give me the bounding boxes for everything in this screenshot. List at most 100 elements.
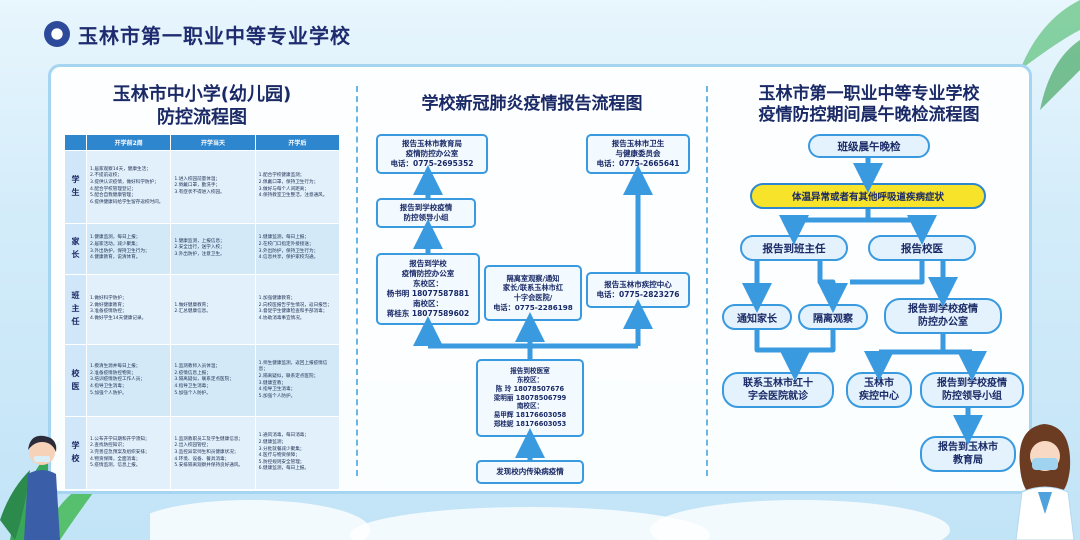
- left-title-line1: 玉林市中小学(幼儿园): [112, 84, 292, 105]
- cell-line: 3.外出防护，注意卫生。: [174, 251, 225, 257]
- box-line: 易甲辉 18176603058: [493, 411, 567, 420]
- box-line: 与健康委员会: [615, 148, 661, 158]
- box-edu-bureau: 报告玉林市教育局疫情防控办公室电话：0775-2695352: [376, 134, 488, 174]
- table-cell: 1.监测教师入员体温；2.疫情信息上报；3.隔离疑似，联系定点医院；4.指导卫生…: [170, 343, 256, 418]
- nurse-figure-icon: [1015, 424, 1075, 540]
- school-logo-icon: [44, 21, 70, 47]
- table-cell: 1.监测教职员工及学生健康信息；2.出入校园管控；3.监控异常师生和员健康状况；…: [170, 416, 256, 490]
- row-header: 学 校: [64, 416, 87, 490]
- cell-line: 4.医疗与物资保障；: [258, 453, 300, 459]
- box-line: 玉林市: [864, 378, 894, 389]
- table-cell: 1.做好健康教育；2.汇总健康信息。: [170, 273, 256, 345]
- box-line: 陈 玲 18078507676: [495, 384, 565, 393]
- box-line: 南校区：: [413, 299, 443, 309]
- cell-line: 4.指导卫生消毒；: [174, 383, 211, 389]
- left-title-line2: 防控流程图: [157, 106, 247, 128]
- box-line: 十字会医院/: [513, 293, 553, 302]
- step-notify-parents: 通知家长: [722, 304, 792, 330]
- cell-line: 4.信息共享，保护家校沟通。: [258, 255, 319, 261]
- box-line: 疫情防控办公室: [401, 268, 455, 278]
- cell-line: 5.安排隔离观察并保持良好通风。: [174, 463, 244, 469]
- panel-divider: [706, 86, 708, 476]
- cell-line: 1.配合学校健康监测；: [258, 173, 305, 179]
- panel-divider: [356, 86, 358, 476]
- box-line: 联系玉林市红十: [743, 378, 813, 389]
- table-cell: 1.通风消毒，每日消毒；2.健康监测；3.分批就餐减少聚集；4.医疗与物资保障；…: [254, 416, 341, 490]
- box-line: 郑桂妮 18176603053: [493, 420, 567, 429]
- table-cell: 1.配合学校健康监测；2.佩戴口罩，保持卫生行为；3.做好与每个人间距离；4.保…: [254, 150, 341, 224]
- box-health-commission: 报告玉林市卫生与健康委员会电话：0775-2665641: [586, 134, 690, 174]
- student-figure-icon: [24, 435, 60, 540]
- box-line: 电话：0775-2823276: [596, 290, 680, 299]
- box-line: 报告到学校疫情: [908, 304, 978, 315]
- cell-line: 3.提供认识疫情，做好科学防护；: [90, 180, 159, 186]
- leaf-decoration: [1020, 0, 1080, 110]
- cell-line: 1.通风消毒，每日消毒；: [258, 433, 309, 439]
- table-cell: 1.做好科学防护；2.做好健康教育；3.准备疫情防控；4.做好学生14天健康记录…: [85, 273, 172, 345]
- box-line: 报告到学校疫情: [399, 202, 453, 212]
- step-symptom: 体温异常或者有其他呼吸道疾病症状: [750, 183, 986, 209]
- cell-line: 2.准备疫情防控物资；: [90, 370, 136, 376]
- box-line: 疫情防控办公室: [405, 148, 459, 158]
- table-cell: 1.居家观察14天，健康生活；2.不提前返校；3.提供认识疫情，做好科学防护；4…: [85, 150, 172, 224]
- cell-line: 2.在校门口指定外接接送；: [258, 241, 314, 247]
- row-header: 学 生: [64, 150, 87, 224]
- box-line: 报告玉林市卫生: [611, 138, 665, 148]
- cell-line: 1.居家观察14天，健康生活；: [90, 166, 151, 172]
- table-cell: 1.健康监测，每日上报；2.在校门口指定外接接送；3.外出防护，保持卫生行为；4…: [254, 222, 341, 275]
- box-line: 防控领导小组: [403, 213, 449, 222]
- cell-line: 2.不提前返校；: [90, 173, 122, 179]
- box-line: 南校区：: [516, 402, 544, 411]
- box-line: 隔离室观察/通知: [506, 273, 560, 283]
- box-line: 教育局: [953, 455, 983, 466]
- cell-line: 1.健康监测，上报信息；: [174, 238, 225, 244]
- cell-line: 1.做好健康教育；: [174, 302, 211, 308]
- table-cell: 1.师生健康监测，返回上报疫情信息；2.隔离疑似，联系定点医院；3.健康宣教；4…: [254, 343, 341, 418]
- step-report-office: 报告到学校疫情防控办公室: [884, 298, 1002, 334]
- table-cell: 1.健康监测，每日上报；2.居家活动，减少聚集；3.外出防护，保持卫生行为；4.…: [85, 222, 172, 275]
- step-report-leader: 报告到学校疫情防控领导小组: [920, 372, 1024, 408]
- cell-line: 1.师生健康监测，返回上报疫情信息；: [258, 360, 328, 373]
- table-corner: [64, 134, 87, 151]
- step-cdc: 玉林市疾控中心: [846, 372, 912, 408]
- box-cdc: 报告玉林市疾控中心电话：0775-2823276: [586, 272, 690, 308]
- box-line: 报告到学校: [409, 258, 447, 268]
- step-class-check: 班级晨午晚检: [808, 134, 930, 158]
- table-cell: 1.健康监测，上报信息；2.安全出行，送学入校；3.外出防护，注意卫生。: [170, 222, 256, 275]
- cell-line: 4.健康教育，说清体育。: [90, 255, 141, 261]
- right-title-line1: 玉林市第一职业中等专业学校: [758, 84, 980, 104]
- cell-line: 2.佩戴口罩，保持卫生行为；: [258, 180, 319, 186]
- cell-line: 1.健康监测，每日上报；: [258, 235, 309, 241]
- table-cell: 1.加强健康教育；2.向校医报告学生情况，返日报告；3.督促学生健康检查和手部消…: [254, 273, 341, 345]
- cell-line: 5.疫情监测，信息上报。: [90, 463, 141, 469]
- cell-line: 1.摸清生源并每日上报；: [90, 363, 141, 369]
- column-header: 开学前2周: [85, 134, 172, 151]
- cell-line: 3.外出防护，保持卫生行为；: [90, 248, 150, 254]
- cloud-decoration: [150, 500, 950, 540]
- box-line: 防控领导小组: [942, 391, 1002, 402]
- cell-line: 4.指导卫生消毒；: [90, 383, 127, 389]
- box-line: 报告到校医室: [510, 366, 550, 375]
- column-header: 开学后: [254, 134, 341, 151]
- step-isolation: 隔离观察: [798, 304, 868, 330]
- cell-line: 6.健康监测，每日上报。: [258, 466, 309, 472]
- box-line: 报告到玉林市: [938, 442, 998, 453]
- cell-line: 3.健康宣教；: [258, 380, 287, 386]
- table-cell: 1.摸清生源并每日上报；2.准备疫情防控物资；3.培训疫情防控工作人员；4.指导…: [85, 343, 172, 418]
- cell-line: 3.外出防护，保持卫生行为；: [258, 248, 319, 254]
- cell-line: 5.配合自我健康管理；: [90, 193, 136, 199]
- table-header-row: 开学前2周 开学当天 开学后: [64, 134, 341, 151]
- cell-line: 4.配合学校管理登记；: [90, 186, 136, 192]
- column-header: 开学当天: [170, 134, 256, 151]
- cell-line: 4.物资保障，全面消毒；: [90, 456, 141, 462]
- cell-line: 4.环境、设备、餐具消毒；: [174, 456, 230, 462]
- cell-line: 2.查找防控知识；: [90, 443, 127, 449]
- cell-line: 3.分批就餐减少聚集；: [258, 446, 305, 452]
- cell-line: 5.加强个人防护。: [174, 390, 211, 396]
- right-panel-title: 玉林市第一职业中等专业学校 疫情防控期间晨午晚检流程图: [714, 84, 1024, 127]
- cell-line: 6.提供健康码给学生留存返校时间。: [90, 200, 164, 206]
